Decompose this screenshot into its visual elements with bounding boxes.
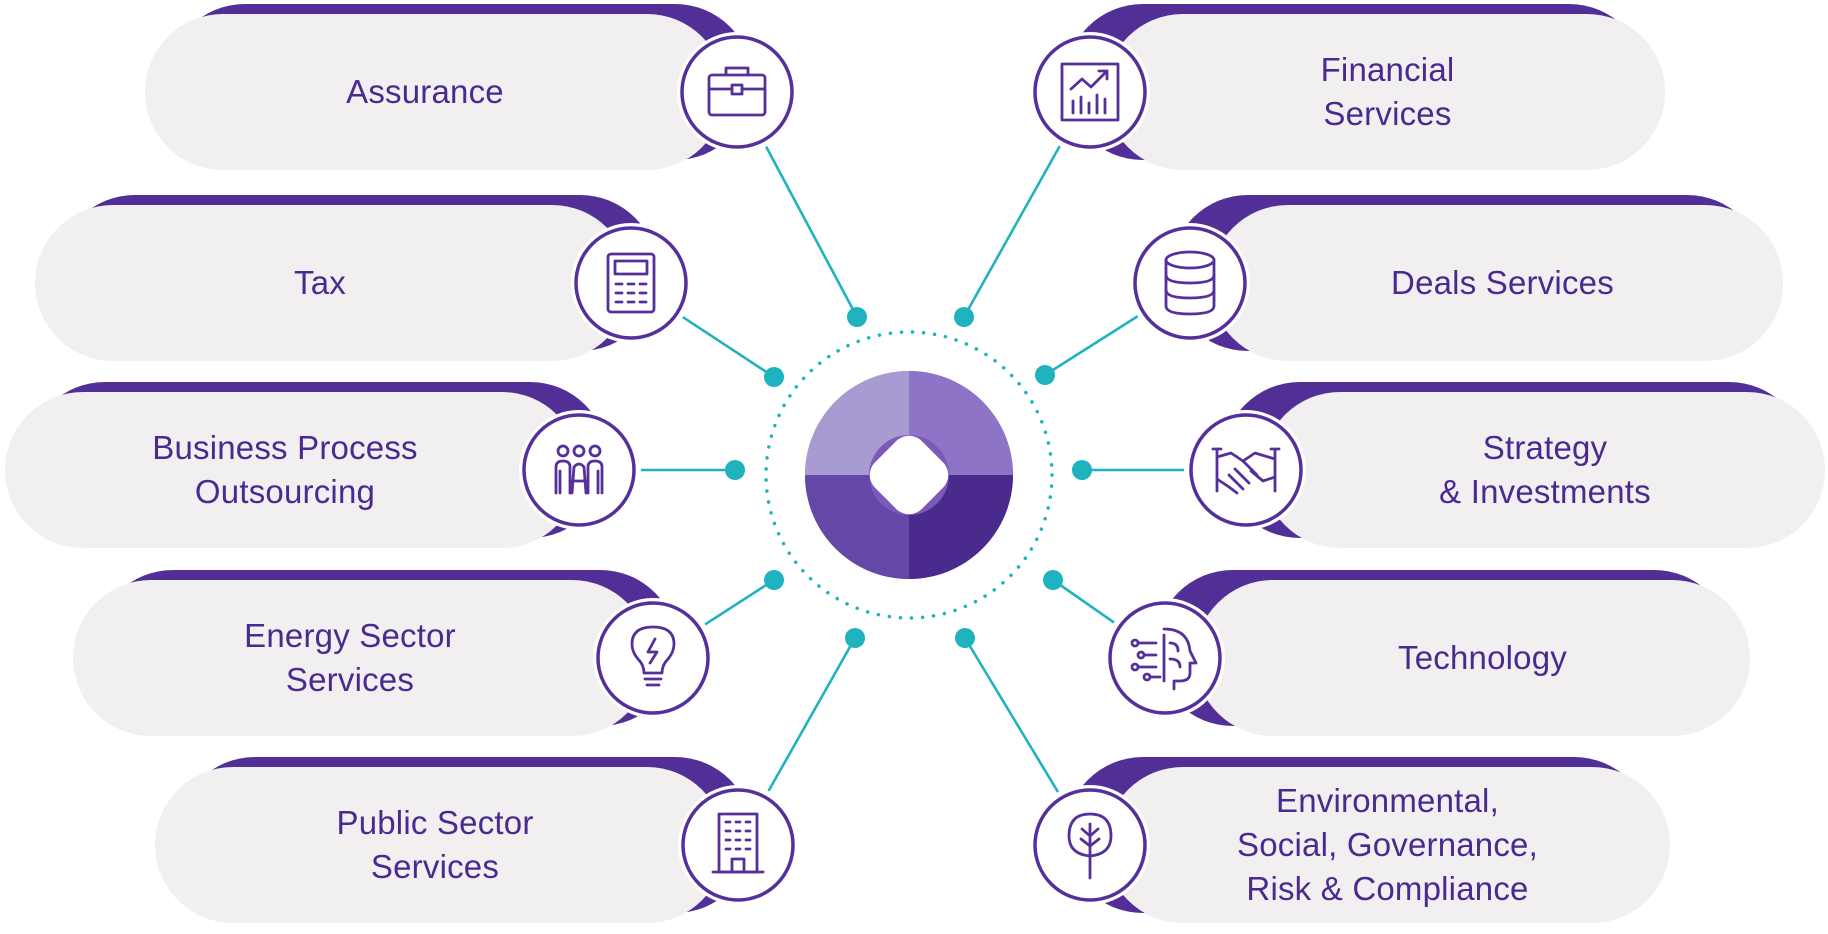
brand-logo-swirl-icon <box>805 371 1013 579</box>
connector-dot-bpo <box>725 460 745 480</box>
lightbulb-icon <box>592 597 714 719</box>
ai-head-icon <box>1104 597 1226 719</box>
service-pill-esg <box>1065 757 1670 923</box>
service-label-financial: Financial Services <box>1320 51 1455 132</box>
service-pill-deals <box>1170 195 1783 361</box>
connector-dot-energy <box>764 570 784 590</box>
service-label-bpo: Business Process Outsourcing <box>152 429 418 510</box>
pill-body-technology <box>1195 580 1750 736</box>
service-label-technology: Technology <box>1398 639 1567 676</box>
growth-chart-icon <box>1029 31 1151 153</box>
service-pill-technology <box>1155 570 1750 736</box>
connector-dot-esg <box>955 628 975 648</box>
service-label-esg: Environmental, Social, Governance, Risk … <box>1237 782 1538 907</box>
pill-body-financial <box>1105 14 1665 170</box>
calculator-icon <box>570 222 692 344</box>
connector-dot-technology <box>1043 570 1063 590</box>
connector-line-tax <box>682 315 775 379</box>
service-pill-energy <box>73 570 678 736</box>
office-building-icon <box>677 784 799 906</box>
pill-body-bpo <box>5 392 580 548</box>
connector-dot-financial <box>954 307 974 327</box>
service-label-public: Public Sector Services <box>336 804 534 885</box>
service-label-energy: Energy Sector Services <box>244 617 456 698</box>
dotted-ring <box>764 330 1054 620</box>
connector-line-financial <box>962 145 1061 318</box>
connector-dot-public <box>845 628 865 648</box>
pill-body-public <box>155 767 725 923</box>
service-label-strategy: Strategy & Investments <box>1439 429 1651 510</box>
pill-body-esg <box>1105 767 1670 923</box>
service-pill-strategy <box>1222 382 1825 548</box>
tree-icon <box>1029 784 1151 906</box>
pill-body-energy <box>73 580 650 736</box>
pill-body-assurance <box>145 14 725 170</box>
database-stack-icon <box>1129 222 1251 344</box>
pill-body-strategy <box>1262 392 1825 548</box>
connector-line-public <box>767 637 857 792</box>
connector-line-technology <box>1052 578 1115 624</box>
service-pill-financial <box>1065 4 1665 170</box>
service-pill-bpo <box>5 382 608 548</box>
connector-dot-strategy <box>1072 460 1092 480</box>
connector-dot-deals <box>1035 365 1055 385</box>
service-label-deals: Deals Services <box>1391 264 1614 301</box>
pill-body-tax <box>35 205 630 361</box>
connector-line-assurance <box>765 146 859 318</box>
connector-dot-tax <box>764 367 784 387</box>
connector-line-energy <box>704 578 775 626</box>
service-pill-assurance <box>145 4 753 170</box>
connector-line-esg <box>963 637 1060 793</box>
briefcase-icon <box>676 31 798 153</box>
service-pill-public <box>155 757 753 923</box>
service-label-assurance: Assurance <box>346 73 504 110</box>
team-people-icon <box>518 409 640 531</box>
connector-dot-assurance <box>847 307 867 327</box>
service-pill-tax <box>35 195 658 361</box>
service-label-tax: Tax <box>294 264 346 301</box>
pill-body-deals <box>1210 205 1783 361</box>
connector-line-deals <box>1044 315 1139 377</box>
handshake-icon <box>1185 409 1307 531</box>
